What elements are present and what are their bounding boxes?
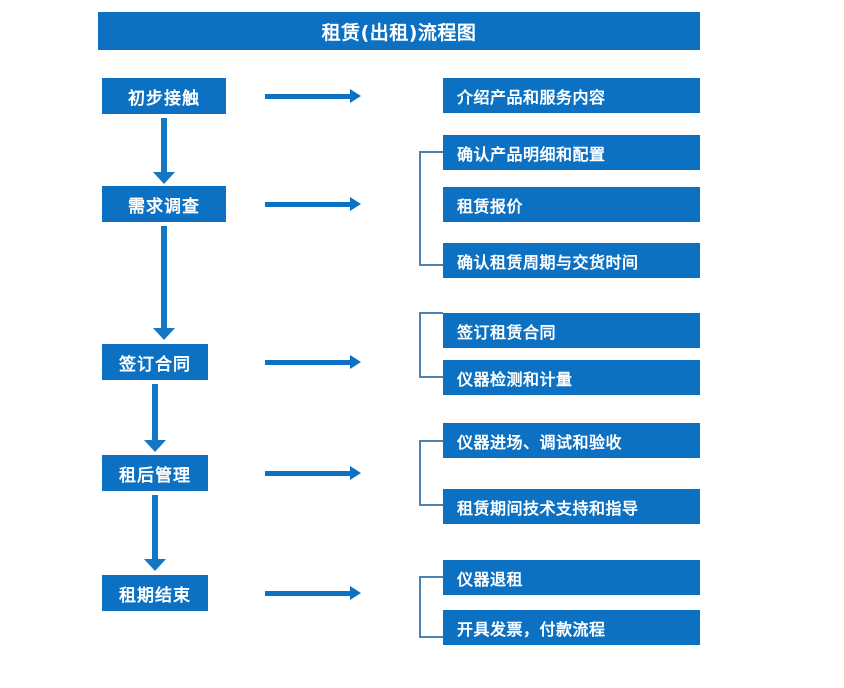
task-box-6[interactable]: 仪器检测和计量 — [443, 360, 700, 395]
horizontal-arrow-5 — [265, 586, 361, 600]
task-box-10[interactable]: 开具发票，付款流程 — [443, 610, 700, 645]
group-bracket-4 — [419, 576, 443, 638]
task-box-9[interactable]: 仪器退租 — [443, 560, 700, 595]
horizontal-arrow-2 — [265, 197, 361, 211]
group-bracket-1 — [419, 151, 443, 266]
task-box-1[interactable]: 介绍产品和服务内容 — [443, 78, 700, 113]
task-box-3[interactable]: 租赁报价 — [443, 187, 700, 222]
vertical-arrow-4-to-5 — [144, 495, 166, 571]
page-title: 租赁(出租)流程图 — [98, 12, 700, 50]
task-box-2[interactable]: 确认产品明细和配置 — [443, 135, 700, 170]
task-box-4[interactable]: 确认租赁周期与交货时间 — [443, 243, 700, 278]
horizontal-arrow-4 — [265, 466, 361, 480]
stage-box-3[interactable]: 签订合同 — [102, 344, 208, 380]
vertical-arrow-1-to-2 — [153, 118, 175, 184]
stage-box-1[interactable]: 初步接触 — [102, 78, 226, 114]
horizontal-arrow-3 — [265, 355, 361, 369]
stage-box-4[interactable]: 租后管理 — [102, 455, 208, 491]
group-bracket-3 — [419, 440, 443, 506]
task-box-8[interactable]: 租赁期间技术支持和指导 — [443, 489, 700, 524]
vertical-arrow-2-to-3 — [153, 226, 175, 340]
stage-box-5[interactable]: 租期结束 — [102, 575, 208, 611]
vertical-arrow-3-to-4 — [144, 384, 166, 452]
task-box-5[interactable]: 签订租赁合同 — [443, 313, 700, 348]
task-box-7[interactable]: 仪器进场、调试和验收 — [443, 423, 700, 458]
group-bracket-2 — [419, 312, 443, 378]
stage-box-2[interactable]: 需求调查 — [102, 186, 226, 222]
horizontal-arrow-1 — [265, 89, 361, 103]
